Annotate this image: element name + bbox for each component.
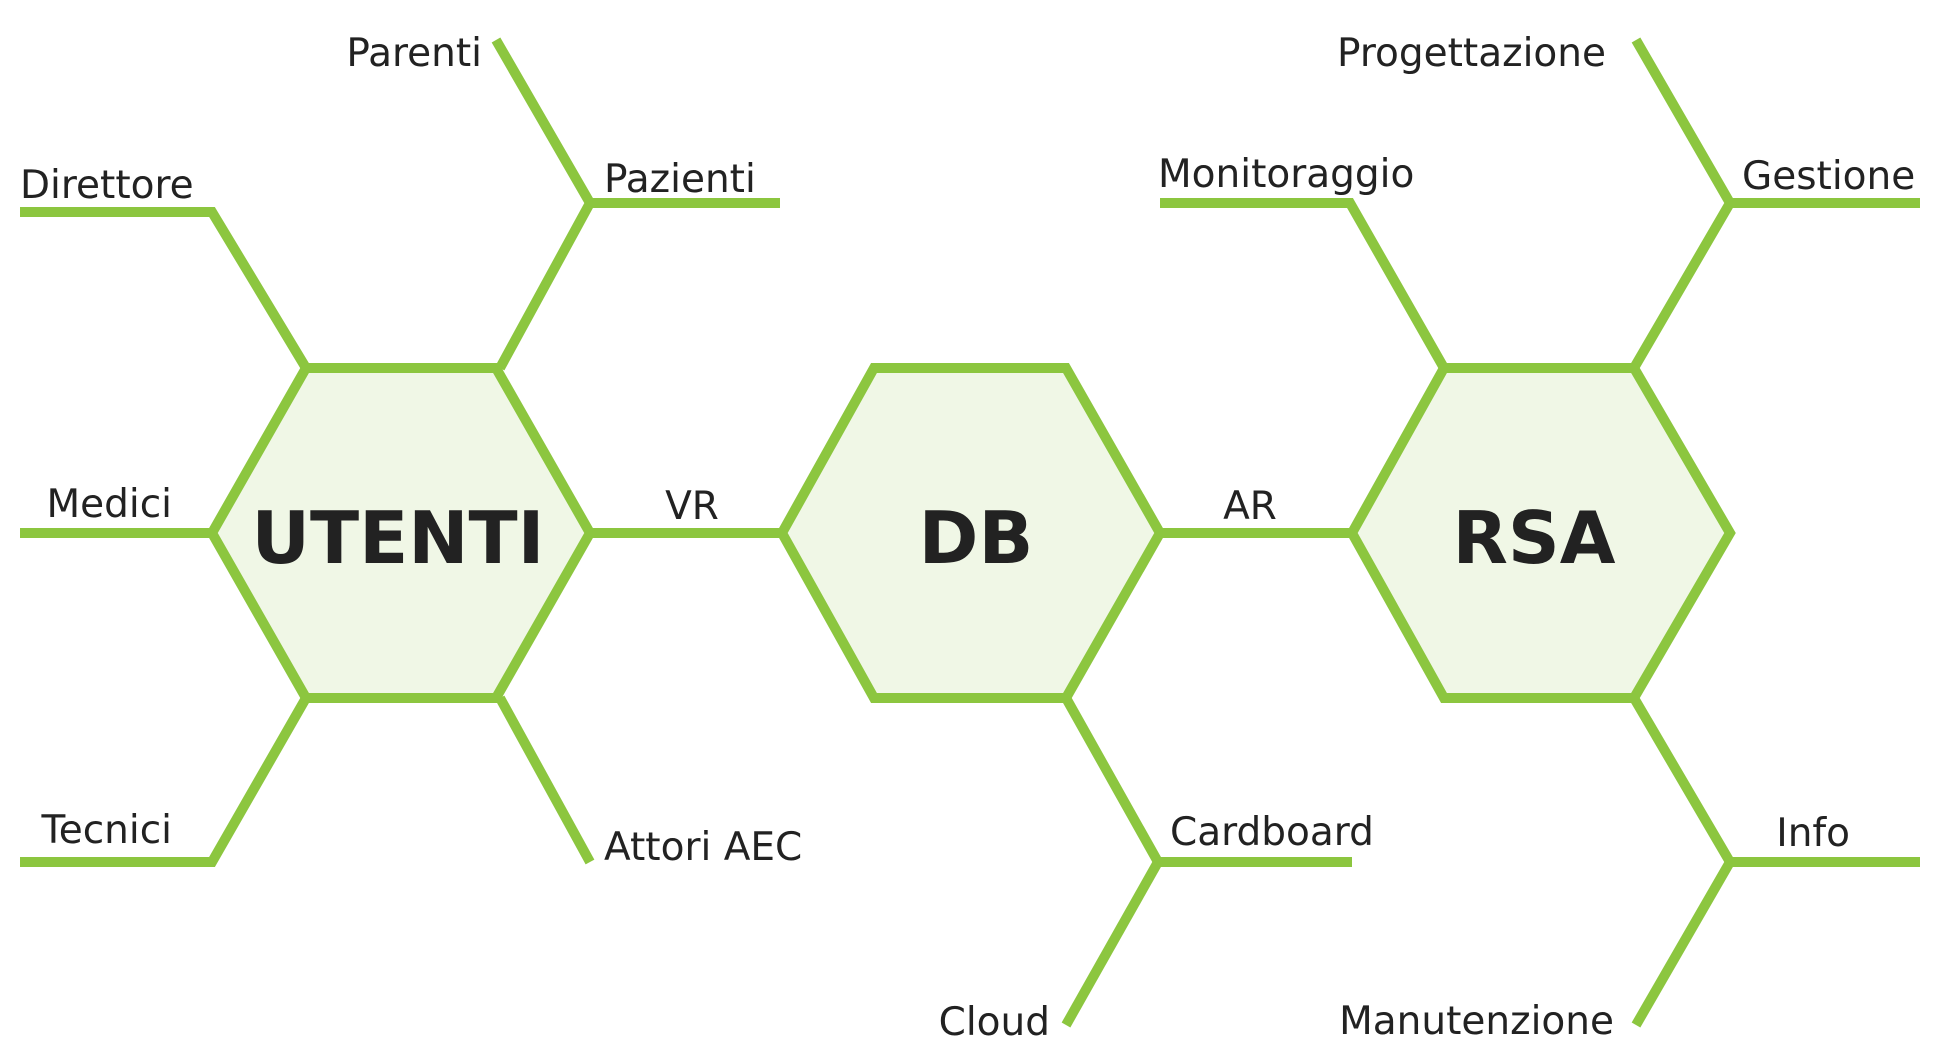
branch-label-gestione: Gestione: [1742, 154, 1915, 199]
connector-direttore: [20, 207, 311, 371]
connector-manutenzione: [1631, 859, 1735, 1028]
branch-label-cloud: Cloud: [939, 1000, 1050, 1045]
db-hexagon: [776, 363, 1166, 703]
db-branches: [1061, 695, 1352, 1028]
branch-label-attori-aec: Attori AEC: [604, 825, 802, 870]
branch-label-pazienti: Pazienti: [604, 157, 756, 202]
rsa-title: RSA: [1452, 496, 1615, 580]
branch-label-manutenzione: Manutenzione: [1339, 999, 1614, 1044]
connector-monitoraggio: [1160, 198, 1449, 371]
branch-label-monitoraggio: Monitoraggio: [1158, 152, 1414, 197]
branch-label-direttore: Direttore: [20, 163, 194, 208]
rsa-hexagon: [1346, 363, 1736, 703]
branch-label-cardboard: Cardboard: [1170, 810, 1374, 855]
branch-label-tecnici: Tecnici: [41, 808, 172, 853]
utenti-hexagon: [206, 363, 596, 703]
connector-cloud: [1061, 859, 1163, 1028]
branch-label-progettazione: Progettazione: [1337, 31, 1606, 76]
connector-attori-aec: [495, 695, 595, 865]
connector-tecnici: [20, 695, 311, 867]
db-title: DB: [919, 496, 1034, 580]
link-label-vr: VR: [665, 484, 719, 529]
branch-label-parenti: Parenti: [346, 31, 482, 76]
branch-label-medici: Medici: [46, 482, 172, 527]
link-label-ar: AR: [1223, 484, 1277, 529]
connector-parenti: [491, 37, 596, 371]
utenti-branches: [20, 37, 780, 867]
utenti-title: UTENTI: [252, 496, 545, 580]
rsa-branches: [1160, 37, 1920, 1028]
branch-label-info: Info: [1776, 811, 1850, 856]
connector-progettazione: [1629, 37, 1736, 371]
